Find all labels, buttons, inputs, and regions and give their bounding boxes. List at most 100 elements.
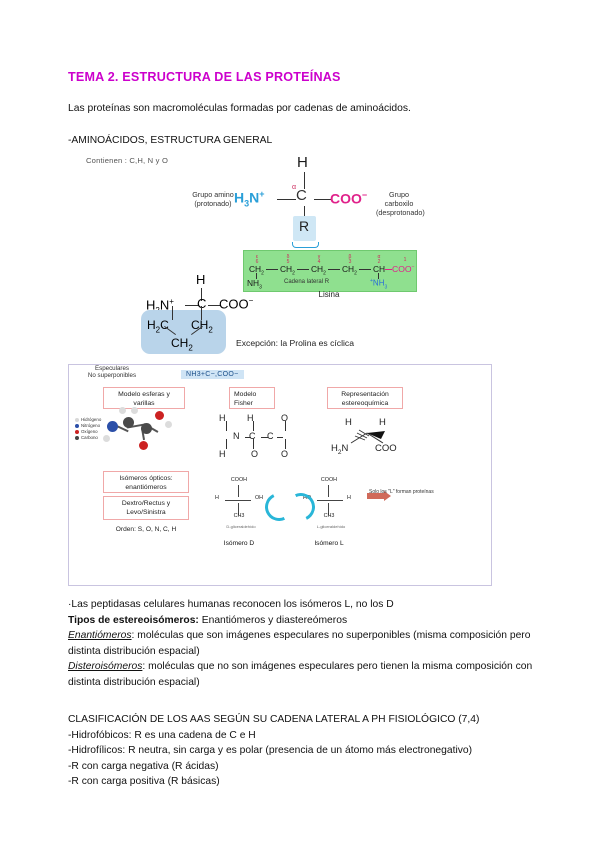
legend-item-carbon: Carbono xyxy=(75,435,101,441)
legend-dot-carbon xyxy=(75,435,79,440)
proline-exception-text: Excepción: la Prolina es cíclica xyxy=(236,338,354,348)
fisher-bond-4 xyxy=(226,421,227,431)
lysine-bond-0 xyxy=(266,269,278,270)
proline-bond-ch xyxy=(201,288,203,301)
lysine-greek-alpha: α xyxy=(377,254,381,260)
proline-carbon: C xyxy=(197,296,207,311)
amino-group: H3N+ xyxy=(234,189,265,209)
carboxyl-label-line1: Grupo carboxilo xyxy=(384,190,414,208)
side-chain-brace xyxy=(292,242,319,248)
fisher-atom-c-alpha: C xyxy=(249,431,256,441)
stereo-atom-amine: H2N xyxy=(331,443,349,456)
side-chain-highlight xyxy=(293,216,316,241)
lysine-number-1: 5 xyxy=(286,259,290,265)
legend-item-oxygen: Oxígeno xyxy=(75,429,101,435)
peptidases-line: ·Las peptidasas celulares humanas recono… xyxy=(68,599,394,610)
legend-dot-hydrogen xyxy=(75,417,79,422)
lysine-bond-1 xyxy=(297,269,309,270)
alpha-carbon-marker: α xyxy=(292,184,297,191)
ball-nitrogen xyxy=(107,421,118,432)
isomer-d-label: Isómero D xyxy=(223,540,255,547)
header-ball-stick-model: Modelo esferas y varillas xyxy=(103,387,185,409)
fisher-atom-h-bottomleft: H xyxy=(219,449,226,459)
ball-oxygen-2 xyxy=(139,441,148,450)
header-fisher-model: Modelo Fisher xyxy=(229,387,275,409)
amino-label-line1: Grupo amino xyxy=(192,190,234,199)
proline-ring-highlight xyxy=(141,310,226,354)
isomer-d-vbond-top xyxy=(238,485,239,497)
hidrofilicos-line: -Hidrofílicos: R neutra, sin carga y es … xyxy=(68,745,473,756)
lysine-unit-0: CH2 xyxy=(249,264,264,277)
lysine-unit-1: CH2 xyxy=(280,264,295,277)
isomer-l-hbond xyxy=(317,500,343,501)
fisher-bond-5 xyxy=(226,439,227,449)
stereo-wedge-bonds xyxy=(350,429,385,444)
lysine-unit-3: CH2 xyxy=(342,264,357,277)
legend-item-nitrogen: Nitrógeno xyxy=(75,423,101,429)
fisher-bond-9 xyxy=(285,439,286,449)
proline-ring-bottom: CH2 xyxy=(171,336,193,353)
lysine-vbond-alpha-nh3 xyxy=(378,273,379,279)
isomer-l-top: COOH xyxy=(320,477,338,483)
figure-lysine-box: ε 6 CH2 δ 5 CH2 γ 4 CH2 β 3 CH2 α 2 CH 1 xyxy=(243,250,417,292)
carga-negativa-line: -R con carga negativa (R ácidas) xyxy=(68,760,219,772)
isomer-d-right: OH xyxy=(254,495,264,501)
disteroisomeros-line: Disteroisómeros: moléculas que no son im… xyxy=(68,659,538,690)
isomer-l-caption: L-gliceraldehído xyxy=(316,524,346,529)
proline-ring-right: CH2 xyxy=(191,318,213,335)
legend-dot-oxygen xyxy=(75,429,79,434)
proline-bond-n-ch2 xyxy=(172,306,174,320)
bond-c-carboxyl xyxy=(314,199,331,201)
box-optical-isomers: Isómeros ópticos: enantiómeros xyxy=(103,471,189,493)
isomer-d-left: H xyxy=(215,495,219,501)
fisher-bond-3 xyxy=(277,437,283,438)
lysine-greek-2: γ xyxy=(317,254,321,260)
tipos-rest: Enantiómeros y diastereómeros xyxy=(198,614,348,626)
legend-label-carbon: Carbono xyxy=(81,435,98,440)
box-priority-order: Orden: S, O, N, C, H xyxy=(103,523,189,539)
isomer-d-top: COOH xyxy=(230,477,248,483)
disteroisomeros-definition: : moléculas que no son imágenes especula… xyxy=(68,661,533,688)
lysine-greek-1: δ xyxy=(286,254,290,260)
fisher-bond-1 xyxy=(245,437,251,438)
fisher-bond-8 xyxy=(285,421,286,431)
callout-text: Solo los "L" forman proteínas xyxy=(369,489,434,495)
carga-positiva-line: -R con carga positiva (R básicas) xyxy=(68,776,220,787)
fisher-atom-o-topright: O xyxy=(281,413,289,423)
box-dextro-levo: Dextro/Rectus y Levo/Sinistra xyxy=(103,496,189,520)
lysine-greek-3: β xyxy=(348,254,352,260)
proline-bond-c-ch2 xyxy=(201,306,203,320)
lysine-greek-0: ε xyxy=(255,254,259,260)
lysine-name: Lisina xyxy=(318,290,340,299)
stereo-atom-h-left: H xyxy=(345,417,352,428)
bond-c-r xyxy=(304,206,306,218)
document-content: TEMA 2. ESTRUCTURA DE LAS PROTEÍNAS Las … xyxy=(68,70,538,790)
lysine-bond-3 xyxy=(359,269,371,270)
atom-alpha-carbon: C xyxy=(296,187,307,204)
legend-label-hydrogen: Hidrógeno xyxy=(81,417,102,422)
isomer-l-vbond-top xyxy=(328,485,329,497)
lysine-number-carboxyl: 1 xyxy=(403,257,407,263)
mirror-line-2: No superponibles xyxy=(87,372,137,379)
legend-label-oxygen: Oxígeno xyxy=(81,429,98,434)
header-stereochemical-representation: Representación estereoquímica xyxy=(327,387,403,409)
stereo-atom-carboxyl: COO xyxy=(375,443,397,454)
atom-hydrogen-top: H xyxy=(297,154,308,171)
ball-hydrogen-1 xyxy=(119,407,126,414)
side-chain-letter: R xyxy=(299,218,310,234)
stereo-formula-label: NH3+C−,COO− xyxy=(181,370,244,379)
proline-carboxyl: COO− xyxy=(219,296,254,312)
proline-ring-left: H2C xyxy=(147,318,169,335)
fisher-bond-2 xyxy=(261,437,268,438)
enantiomeros-definition: : moléculas que son imágenes especulares… xyxy=(68,630,531,657)
isomer-l-label: Isómero L xyxy=(314,540,344,547)
legend-label-nitrogen: Nitrógeno xyxy=(81,423,101,428)
lysine-number-alpha: 2 xyxy=(377,259,381,265)
enantiomeros-term: Enantiómeros xyxy=(68,630,132,641)
ball-oxygen-1 xyxy=(155,411,164,420)
lysine-side-chain-label: Cadena lateral R xyxy=(284,279,330,285)
clasificacion-heading: CLASIFICACIÓN DE LOS AAS SEGÚN SU CADENA… xyxy=(68,714,480,725)
proline-bond-nc xyxy=(185,305,199,307)
ball-carbon-carboxyl xyxy=(141,423,152,434)
